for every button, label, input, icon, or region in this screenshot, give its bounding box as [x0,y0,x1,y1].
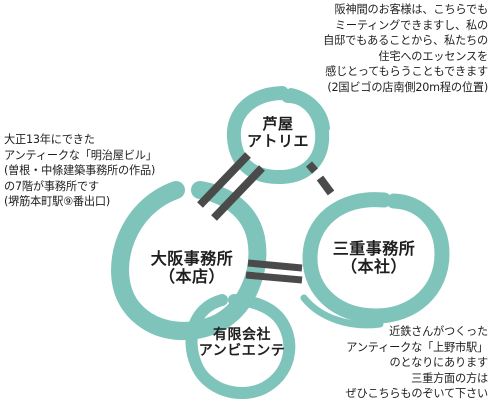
osaka-ring [111,181,267,341]
mie-ring [300,192,450,329]
ashiya-ring [226,86,330,185]
ambiente-ring [185,294,296,400]
osaka-note: 大正13年にできた アンティークな「明治屋ビル」 (曽根・中條建築事務所の作品)… [4,133,157,209]
link-ashiya-osaka [197,152,265,221]
mie-label: 三重事務所 （本社） [332,239,416,277]
ambiente-label: 有限会社 アンビエンテ [198,327,286,360]
mie-note: 近鉄さんがつくった アンティークな「上野市駅」 のとなりにあります 三重方面の方… [345,325,488,401]
osaka-label: 大阪事務所 （本店） [150,249,234,287]
ashiya-note: 阪神間のお客様は、こちらでも ミーティングできますし、私の 自邸でもあることから… [323,3,488,94]
link-osaka-mie [245,259,303,284]
ashiya-label: 芦屋 アトリエ [246,115,309,151]
link-ashiya-mie [305,161,335,196]
